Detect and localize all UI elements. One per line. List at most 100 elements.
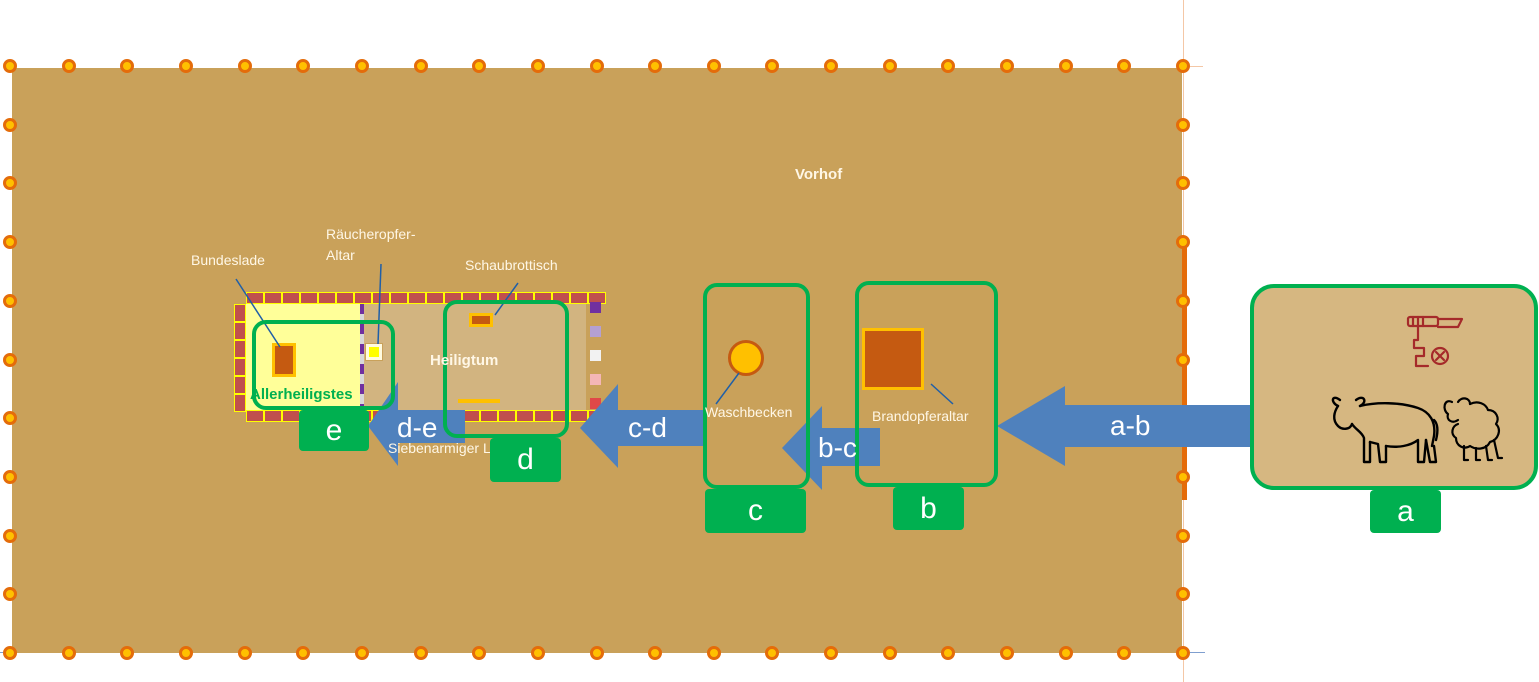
laver	[728, 340, 764, 376]
court-post	[1176, 235, 1190, 249]
allerheiligstes-label: Allerheiligstes	[250, 386, 353, 403]
wall-brick	[480, 410, 498, 422]
court-post	[531, 59, 545, 73]
court-post	[3, 587, 17, 601]
court-post	[648, 646, 662, 660]
schaubrottisch-leader	[494, 282, 519, 316]
court-post	[1176, 59, 1190, 73]
station-box-e	[252, 320, 395, 410]
wall-brick	[408, 292, 426, 304]
wall-brick	[534, 410, 552, 422]
court-post	[941, 646, 955, 660]
burnt-offering-altar	[862, 328, 924, 390]
wall-brick	[234, 340, 246, 358]
court-post	[707, 646, 721, 660]
court-post	[3, 411, 17, 425]
station-box-d	[443, 300, 569, 438]
court-post	[824, 59, 838, 73]
wall-brick	[372, 292, 390, 304]
station-box-b	[855, 281, 998, 487]
butcher-knife-icon	[1406, 315, 1464, 368]
court-post	[3, 470, 17, 484]
court-post	[648, 59, 662, 73]
wall-brick	[570, 410, 588, 422]
court-post	[179, 59, 193, 73]
arrow-c-d	[580, 384, 704, 468]
wall-brick	[234, 376, 246, 394]
court-post	[62, 59, 76, 73]
station-tag-a: a	[1370, 490, 1441, 533]
wall-brick	[570, 292, 588, 304]
court-post	[238, 646, 252, 660]
court-post	[120, 646, 134, 660]
court-post	[238, 59, 252, 73]
court-post	[3, 646, 17, 660]
brandopferaltar-leader	[930, 383, 954, 405]
wall-brick	[390, 292, 408, 304]
court-post	[1176, 646, 1190, 660]
court-post	[941, 59, 955, 73]
wall-brick	[498, 410, 516, 422]
raeucheropfer-label-line1: Räucheropfer-	[326, 226, 416, 242]
court-post	[1000, 646, 1014, 660]
wall-brick	[426, 292, 444, 304]
court-post	[707, 59, 721, 73]
incense-altar	[365, 343, 383, 361]
wall-brick	[516, 410, 534, 422]
court-post	[3, 294, 17, 308]
path-label-c-d: c-d	[628, 412, 667, 443]
path-label-b-c: b-c	[818, 432, 857, 463]
court-post	[3, 118, 17, 132]
court-post	[414, 646, 428, 660]
station-box-c	[703, 283, 810, 489]
wall-brick	[264, 292, 282, 304]
court-post	[883, 646, 897, 660]
bull-icon	[1331, 396, 1439, 464]
wall-brick	[234, 394, 246, 412]
court-post	[120, 59, 134, 73]
court-post	[472, 646, 486, 660]
entrance-curtain	[590, 302, 602, 412]
court-post	[1176, 587, 1190, 601]
court-post	[765, 59, 779, 73]
station-box-a	[1250, 284, 1538, 490]
court-post	[3, 353, 17, 367]
sheep-icon	[1443, 397, 1504, 462]
court-post	[296, 646, 310, 660]
wall-brick	[234, 358, 246, 376]
court-post	[62, 646, 76, 660]
wall-brick	[282, 292, 300, 304]
path-label-d-e: d-e	[397, 412, 438, 443]
raeucheropfer-leader	[377, 263, 382, 345]
showbread-table	[469, 313, 493, 327]
court-post	[1000, 59, 1014, 73]
arrow-a-b	[997, 386, 1252, 466]
schaubrottisch-label: Schaubrottisch	[465, 257, 558, 273]
wall-brick	[264, 410, 282, 422]
wall-brick	[300, 292, 318, 304]
court-post	[1176, 353, 1190, 367]
ark-of-covenant	[272, 343, 296, 377]
court-post	[824, 646, 838, 660]
wall-brick	[336, 292, 354, 304]
court-post	[1176, 176, 1190, 190]
court-post	[531, 646, 545, 660]
vorhof-label: Vorhof	[795, 166, 843, 183]
court-post	[414, 59, 428, 73]
bundeslade-label: Bundeslade	[191, 252, 265, 268]
court-post	[1176, 470, 1190, 484]
guide-line-right	[1183, 66, 1203, 67]
wall-brick	[354, 292, 372, 304]
court-post	[765, 646, 779, 660]
station-tag-c: c	[705, 489, 806, 533]
heiligtum-label: Heiligtum	[430, 352, 499, 369]
brandopferaltar-label: Brandopferaltar	[872, 408, 969, 424]
court-post	[1059, 59, 1073, 73]
wall-brick	[234, 322, 246, 340]
wall-brick	[234, 304, 246, 322]
raeucheropfer-label-line2: Altar	[326, 247, 355, 263]
bundeslade-leader	[235, 278, 281, 348]
court-post	[296, 59, 310, 73]
court-post	[1176, 294, 1190, 308]
